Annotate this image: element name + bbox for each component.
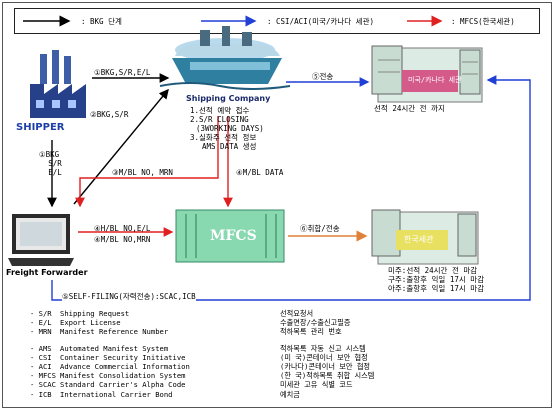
glossary-abbr: - ICB: [30, 389, 52, 399]
glossary-ko: (미 국)콘테이너 보안 협정: [280, 352, 368, 362]
factory-icon: [30, 50, 86, 118]
glossary-abbr: - SCAC: [30, 380, 56, 390]
glossary-abbr: - MFCS: [30, 371, 56, 381]
mfcs-server-icon: [175, 209, 285, 263]
computer-icon: [8, 214, 74, 266]
arrow-forwarder-to-ship: [73, 88, 169, 205]
legend-mfcs-label: : MFCS(한국세관): [451, 17, 515, 26]
glossary-ko: 선적요청서: [280, 309, 314, 318]
shipping-company-label: Shipping Company: [186, 94, 271, 103]
ship-icon: [159, 26, 291, 90]
glossary-en: Shipping Request: [60, 309, 130, 318]
us-canada-deadline-note: 선적 24시간 전 까지: [374, 104, 445, 113]
glossary-ko: 적하목록 관리 번호: [280, 327, 342, 337]
legend: : BKG 단계 : CSI/ACI(미국/카나다 세관) : MFCS(한국세…: [14, 8, 540, 34]
legend-bkg-label: : BKG 단계: [81, 17, 122, 26]
flow-label-3: ③M/BL NO, MRN: [112, 168, 173, 177]
mfcs-label: MFCS: [210, 228, 257, 244]
glossary-en: Advance Commercial Information: [60, 361, 190, 371]
korea-customs-label: 한국세관: [404, 235, 434, 244]
arrow-self-filing: [51, 75, 531, 301]
glossary-en: Automated Manifest System: [60, 343, 169, 353]
glossary-abbr: - CSI: [30, 352, 52, 362]
legend-arrows: [23, 15, 443, 27]
shipping-company-steps: 1.선적 예약 접수 2.S/R CLOSING (3WORKING DAYS)…: [190, 106, 264, 151]
flow-label-4-left-2: ④M/BL NO,MRN: [94, 235, 151, 244]
glossary-en: International Carrier Bond: [60, 389, 173, 399]
korea-deadline-notes: 미주:선적 24시간 전 마감 구주:출항후 익일 17시 마감 아주:출항후 …: [388, 266, 484, 293]
glossary-en: Container Security Initiative: [60, 352, 186, 362]
glossary-abbr: - ACI: [30, 361, 52, 371]
flow-label-4-right: ④M/BL DATA: [236, 168, 284, 177]
step-line: 2.S/R CLOSING: [190, 115, 249, 124]
glossary-ko: 수출면장/수출신고필증: [280, 318, 351, 328]
glossary-ko: 적하목록 자동 신고 시스템: [280, 343, 366, 353]
flow-label-line: S/R: [48, 159, 62, 168]
deadline-line: 미주:선적 24시간 전 마감: [388, 266, 478, 275]
step-line: (3WORKING DAYS): [196, 124, 264, 133]
glossary-en: Manifest Reference Number: [60, 327, 169, 337]
flow-label-2: ②BKG,S/R: [90, 110, 129, 119]
step-line: 1.선적 예약 접수: [190, 106, 250, 115]
flow-label-line: E/L: [48, 168, 62, 177]
flow-label-5-self-filing: ⑤SELF-FILING(자력전송):SCAC,ICB: [62, 292, 196, 301]
glossary-abbr: - MRN: [30, 327, 52, 337]
glossary-abbr: - E/L: [30, 318, 52, 328]
arrow-ship-to-forwarder: [75, 116, 219, 208]
korea-customs-server-icon: [371, 209, 479, 265]
flow-label-6: ⑥취합/전송: [300, 224, 340, 233]
glossary-en: Manifest Consolidation System: [60, 371, 186, 381]
freight-forwarder-label: Freight Forwarder: [6, 268, 88, 277]
glossary-ko: 미세관 고유 식별 코드: [280, 380, 353, 390]
glossary-abbr: - AMS: [30, 343, 52, 353]
flow-label-1-left: ①BKG S/R E/L: [34, 150, 64, 177]
glossary-abbr: - S/R: [30, 309, 52, 318]
flow-label-line: ①BKG: [38, 150, 60, 159]
glossary-en: Export License: [60, 318, 121, 328]
step-line: 3.실화주 선적 정보: [190, 133, 257, 142]
step-line: AMS DATA 생성: [202, 142, 257, 151]
deadline-line: 구주:출항후 익일 17시 마감: [388, 275, 485, 284]
flow-label-4-left-1: ④H/BL NO,E/L: [94, 224, 151, 233]
shipper-label: SHIPPER: [16, 122, 65, 133]
deadline-line: 아주:출항후 익일 17시 마감: [388, 284, 485, 293]
glossary-en: Standard Carrier's Alpha Code: [60, 380, 186, 390]
flow-label-5-transmit: ⑤전송: [312, 72, 334, 81]
flow-label-1-top: ①BKG,S/R,E/L: [94, 68, 151, 77]
glossary-ko: (한 국)적하목록 취합 시스템: [280, 371, 375, 381]
glossary-ko: 예치금: [280, 389, 300, 399]
legend-csi-label: : CSI/ACI(미국/카나다 세관): [267, 17, 374, 26]
glossary-ko: (카나다)콘테이너 보안 협정: [280, 361, 371, 371]
us-canada-server-icon: [371, 45, 483, 103]
us-canada-customs-label: 미국/카나다 세관: [408, 76, 462, 84]
